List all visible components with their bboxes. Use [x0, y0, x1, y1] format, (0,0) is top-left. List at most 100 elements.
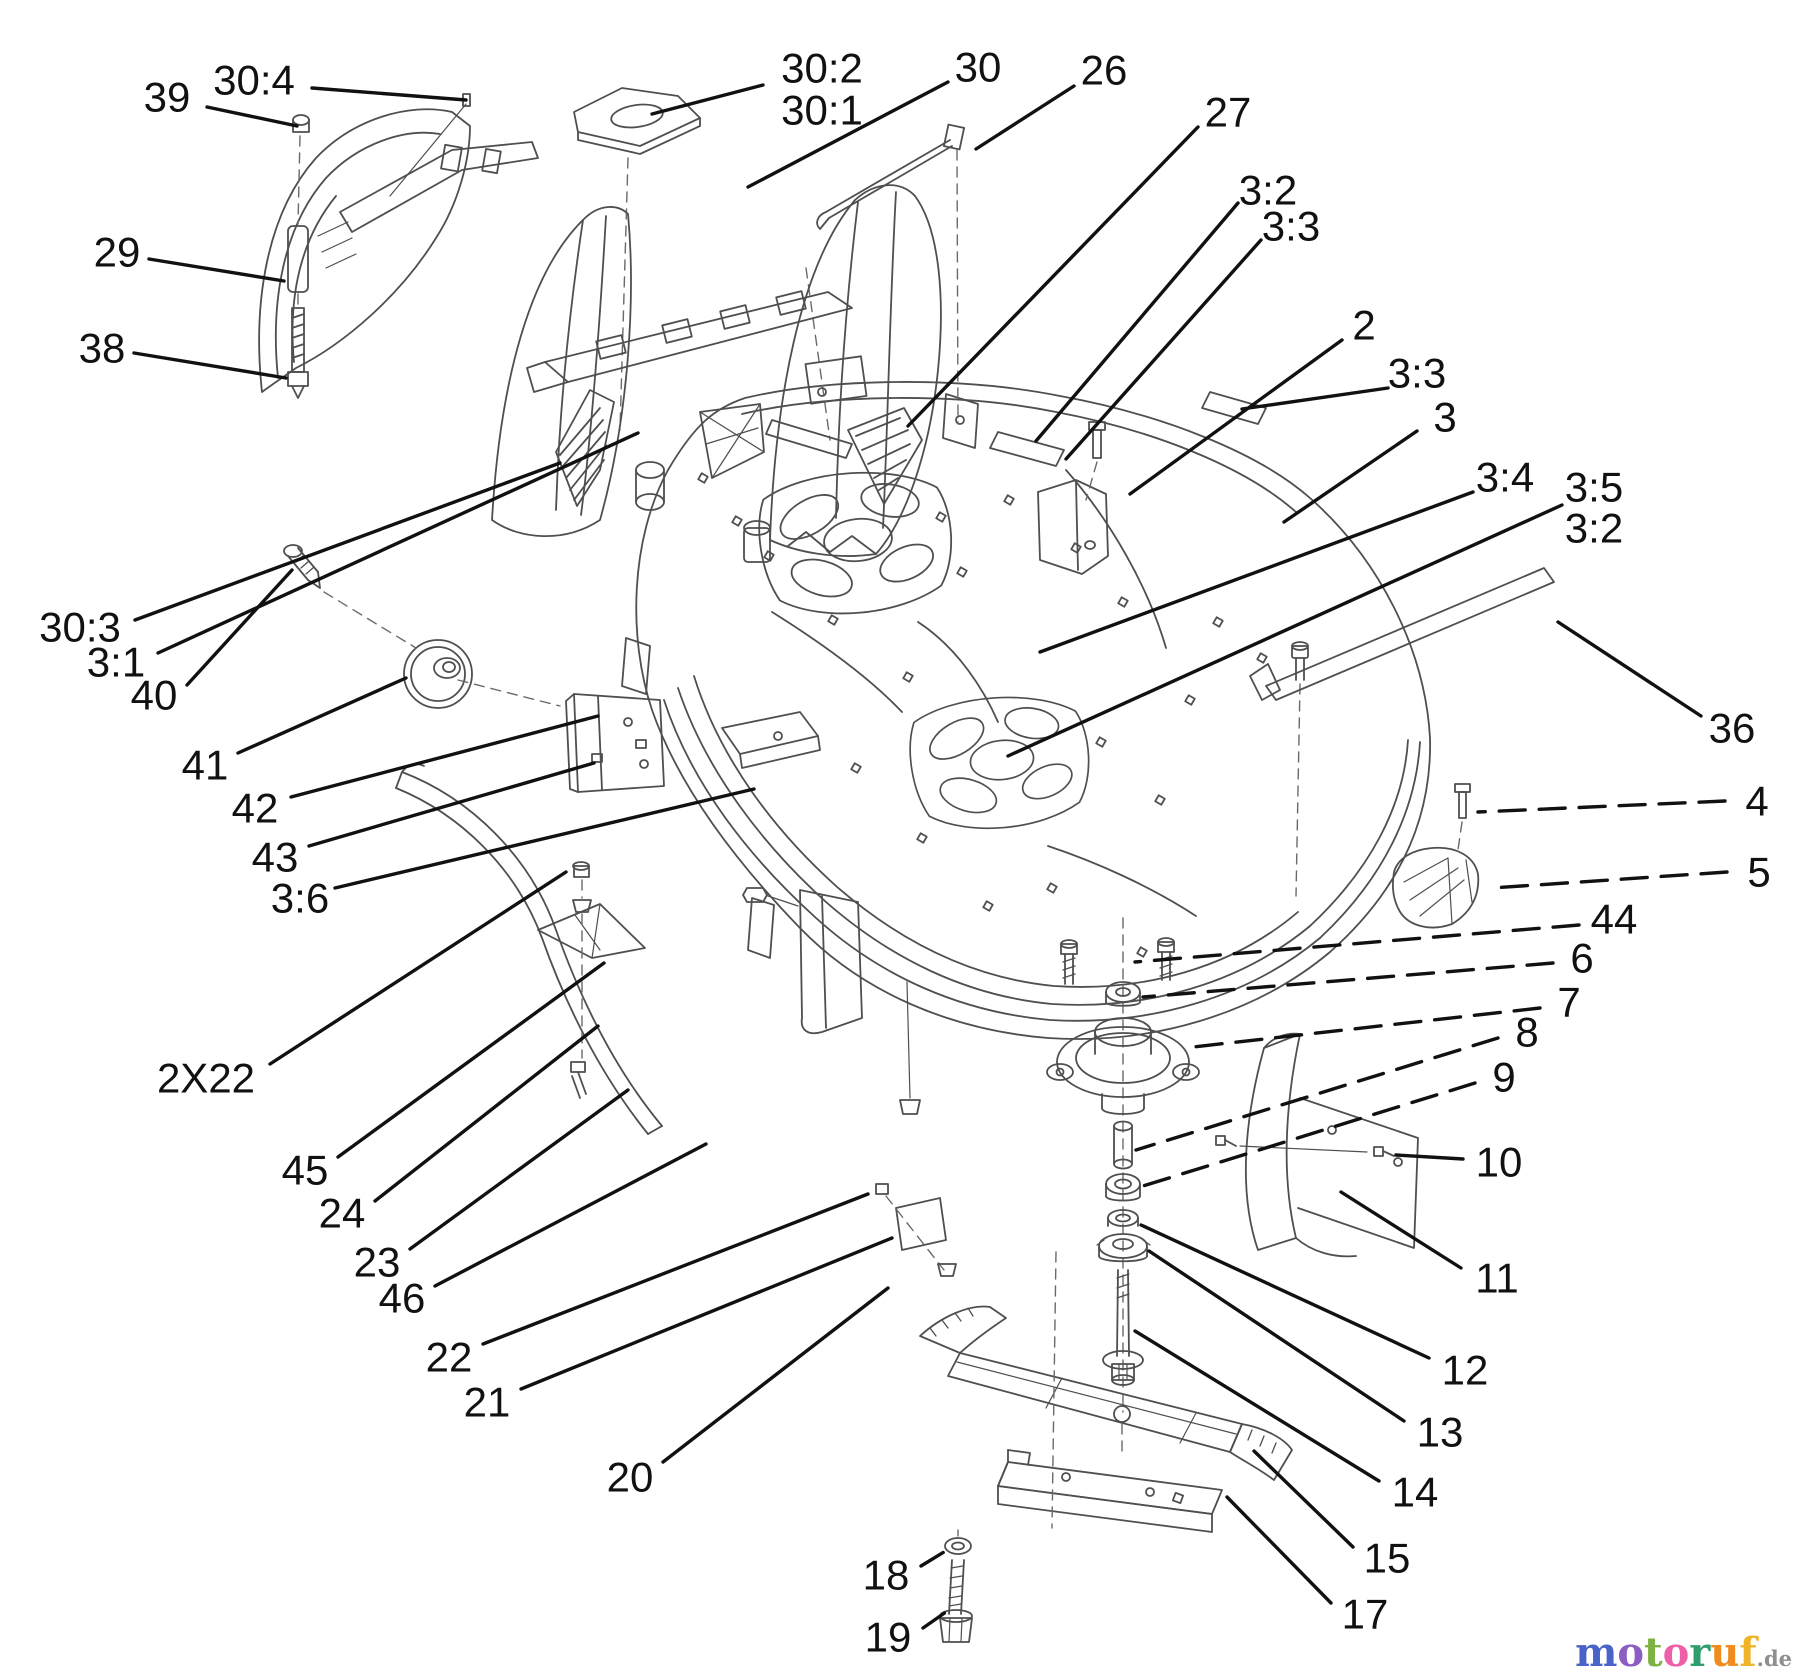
watermark-letter: u: [1710, 1629, 1740, 1676]
hub-disc-13: [1096, 1233, 1151, 1263]
callout-label-40: 40: [131, 672, 178, 719]
callout-label-3-2b: 3:2: [1565, 505, 1623, 552]
callout-label-46: 46: [379, 1275, 426, 1322]
leader-line-17: [1225, 1495, 1333, 1605]
leader-line-30-2: [650, 83, 765, 116]
callout-label-38: 38: [79, 325, 126, 372]
leader-line-21: [519, 1236, 894, 1391]
watermark-letter: t: [1644, 1629, 1663, 1676]
callout-label-30-3: 30:3: [39, 604, 121, 651]
callout-label-2x22: 2X22: [157, 1055, 255, 1102]
leader-line-20: [661, 1286, 890, 1464]
diagram-line-art: [258, 87, 1555, 1643]
right-spindle-pocket: [909, 696, 1090, 830]
callout-label-27: 27: [1205, 89, 1252, 136]
leader-line-3-3b: [1240, 386, 1390, 411]
callout-label-4: 4: [1745, 778, 1768, 825]
leader-line-43: [307, 761, 596, 848]
leader-line-2: [1128, 338, 1344, 496]
shield-screw-4: [1454, 783, 1471, 851]
callout-label-3-2a: 3:2: [1239, 167, 1297, 214]
height-bracket-2: [1037, 421, 1109, 575]
leader-line-14: [1133, 1329, 1381, 1483]
callout-label-41: 41: [182, 742, 229, 789]
blade-support-channel: [997, 1251, 1223, 1533]
deck-bolt-44a: [1060, 939, 1078, 985]
callout-label-30-1: 30:1: [781, 87, 863, 134]
callout-label-12: 12: [1442, 1347, 1489, 1394]
leader-line-7: [1191, 1006, 1542, 1049]
callout-label-30: 30: [955, 44, 1002, 91]
callout-label-3b: 3: [1433, 394, 1456, 441]
wheel-bolt-40: [283, 544, 417, 649]
callout-label-24: 24: [319, 1190, 366, 1237]
leader-line-13: [1147, 1249, 1406, 1423]
callout-label-3-5: 3:5: [1565, 464, 1623, 511]
leader-line-38: [132, 351, 288, 380]
leader-line-4: [1476, 799, 1727, 814]
callout-label-11: 11: [1475, 1255, 1519, 1302]
leader-line-30-3: [133, 461, 562, 622]
gage-wheel: [403, 639, 561, 709]
callout-leader-lines: [132, 80, 1729, 1630]
leader-line-3-1: [156, 431, 640, 655]
leader-line-3-6: [333, 787, 756, 890]
mower-blade: [919, 1305, 1293, 1481]
left-spindle-pocket: [758, 471, 953, 615]
callout-label-26: 26: [1081, 47, 1128, 94]
leader-line-5: [1490, 870, 1729, 890]
callout-label-17: 17: [1342, 1591, 1389, 1638]
callout-label-6: 6: [1570, 935, 1593, 982]
leader-line-3-5: [1006, 503, 1564, 758]
leader-line-3-4: [1038, 490, 1475, 654]
callout-label-2: 2: [1352, 302, 1375, 349]
leader-line-44: [1133, 923, 1581, 964]
callout-label-22: 22: [426, 1334, 473, 1381]
callout-label-43: 43: [252, 834, 299, 881]
callout-label-9: 9: [1492, 1054, 1515, 1101]
callout-label-3-3b: 3:3: [1388, 350, 1446, 397]
leader-line-30: [746, 80, 950, 189]
callout-label-19: 19: [865, 1614, 912, 1661]
watermark-letter: o: [1662, 1629, 1690, 1676]
leader-line-8: [1134, 1036, 1500, 1152]
leader-line-23: [408, 1088, 630, 1251]
callout-label-44: 44: [1591, 896, 1638, 943]
spindle-housing-7: [1046, 1017, 1200, 1115]
bearing-9: [1105, 1173, 1141, 1202]
leader-line-18: [919, 1550, 946, 1568]
mulch-baffle-assembly: [395, 763, 957, 1277]
watermark-letter: o: [1617, 1629, 1645, 1676]
leader-line-3-3a: [1064, 238, 1263, 461]
spacer-sleeve-29: [287, 225, 309, 309]
leader-line-22: [481, 1192, 870, 1346]
leader-line-39: [205, 105, 299, 128]
leader-line-12: [1139, 1223, 1431, 1360]
leader-line-9: [1141, 1081, 1477, 1188]
leader-line-10: [1394, 1153, 1465, 1161]
leader-line-29: [147, 257, 286, 283]
bearing-6: [1105, 981, 1141, 1007]
side-shield-5: [1391, 846, 1480, 929]
callout-label-21: 21: [464, 1379, 511, 1426]
callout-label-30-2: 30:2: [781, 45, 863, 92]
leader-line-24: [373, 1024, 600, 1203]
deck-pads: [765, 391, 1267, 467]
leader-line-40: [185, 568, 294, 687]
callout-label-14: 14: [1392, 1469, 1439, 1516]
callout-label-3-6: 3:6: [271, 875, 329, 922]
callout-label-15: 15: [1364, 1535, 1411, 1582]
blade-washer-18: [944, 1529, 972, 1555]
callout-label-3-3a: 3:3: [1262, 203, 1320, 250]
leader-line-36: [1556, 620, 1703, 718]
leader-line-41: [236, 676, 408, 755]
callout-label-3-1: 3:1: [87, 639, 145, 686]
leader-line-45: [336, 961, 606, 1159]
leader-line-15: [1252, 1449, 1355, 1549]
washer-12: [1107, 1209, 1139, 1227]
leader-line-46: [433, 1142, 708, 1288]
trim-strip-36: [1249, 567, 1555, 701]
leader-line-11: [1339, 1190, 1463, 1270]
leader-line-2x22: [268, 870, 568, 1066]
watermark-letter: f: [1739, 1629, 1757, 1676]
